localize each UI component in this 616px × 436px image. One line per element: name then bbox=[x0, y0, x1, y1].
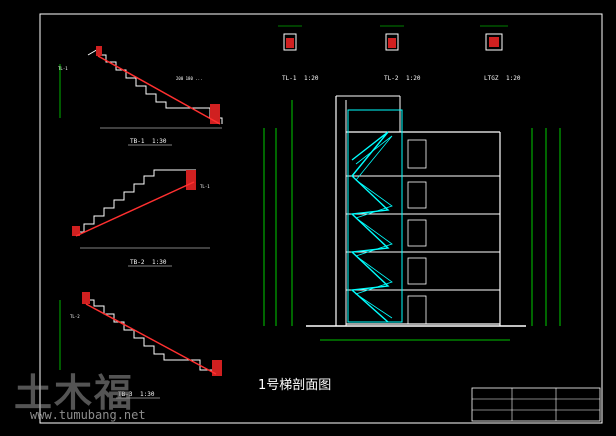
watermark-url: www.tumubang.net bbox=[30, 408, 146, 422]
drawing-frame bbox=[39, 13, 603, 424]
tl1-label: TL-1 bbox=[282, 75, 297, 82]
svg-text:TL-1: TL-1 bbox=[200, 184, 210, 189]
tb3-label: TB-3 bbox=[118, 391, 133, 398]
ltgz-label: LTGZ bbox=[484, 75, 499, 82]
stair-detail-tb2: TL-1 bbox=[72, 169, 210, 249]
tl2-scale: 1:20 bbox=[406, 75, 421, 82]
beam-section-tl2 bbox=[380, 25, 404, 51]
beam-section-tl1 bbox=[278, 25, 302, 51]
tb2-label: TB-2 bbox=[130, 259, 145, 266]
tl2-label: TL-2 bbox=[384, 75, 399, 82]
title-block bbox=[471, 387, 601, 422]
building-section bbox=[263, 95, 561, 341]
tl1-scale: 1:20 bbox=[304, 75, 319, 82]
tb1-label: TB-1 bbox=[130, 138, 145, 145]
tb1-scale: 1:30 bbox=[152, 138, 167, 145]
stair-detail-tb3: TL-2 bbox=[59, 292, 222, 376]
svg-text:200 180 ...: 200 180 ... bbox=[176, 76, 203, 81]
ltgz-scale: 1:20 bbox=[506, 75, 521, 82]
watermark-logo: 土木福 bbox=[14, 371, 135, 415]
drawing-title: 1号梯剖面图 bbox=[258, 378, 332, 393]
tb2-scale: 1:30 bbox=[152, 259, 167, 266]
stair-detail-tb1: TL-1 200 180 ... bbox=[58, 46, 223, 129]
tb3-scale: 1:30 bbox=[140, 391, 155, 398]
column-section-ltgz bbox=[480, 25, 508, 51]
svg-text:TL-1: TL-1 bbox=[58, 66, 68, 71]
svg-text:TL-2: TL-2 bbox=[70, 314, 80, 319]
